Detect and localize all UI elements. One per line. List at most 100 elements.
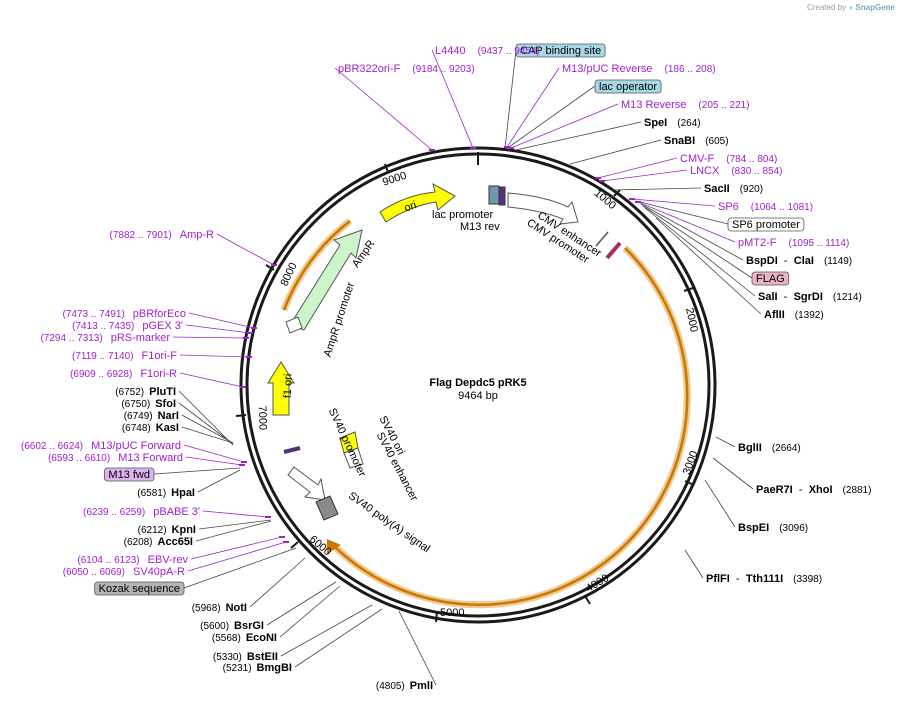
primer-name: pBABE 3'	[153, 506, 200, 518]
label-sp6[interactable]: SP6(1064 .. 1081)	[718, 201, 813, 213]
ampr-arrow[interactable]	[289, 229, 363, 331]
ampr-promoter-arrow[interactable]	[285, 316, 303, 334]
flag-mark[interactable]	[605, 241, 622, 260]
label-nari[interactable]: NarI(6749)	[124, 410, 179, 422]
label-bglii[interactable]: BglII(2664)	[738, 442, 801, 454]
label-sacii[interactable]: SacII(920)	[704, 183, 763, 195]
cmv-enhancer-arrow[interactable]	[507, 192, 579, 225]
label-m13-puc-reverse[interactable]: M13/pUC Reverse (186 .. 208)	[562, 63, 716, 75]
label-snabi[interactable]: SnaBI(605)	[664, 135, 729, 147]
label-hpai[interactable]: HpaI(6581)	[137, 487, 195, 499]
enzyme-name: SfoI	[155, 398, 176, 410]
label-pmli[interactable]: PmlI(4805)	[376, 680, 433, 692]
credit-prefix: Created by	[806, 3, 847, 12]
label-bmgbi[interactable]: BmgBI(5231)	[223, 662, 292, 674]
lac-promoter-box[interactable]	[488, 185, 500, 205]
leader-line	[569, 139, 662, 165]
leader-line	[178, 390, 234, 446]
f1-ori-label: f1 ori	[282, 374, 295, 399]
leader-line	[185, 456, 243, 466]
label-aflii[interactable]: AflII(1392)	[764, 309, 824, 321]
primer-range: (1095 .. 1114)	[789, 238, 850, 249]
label-pbabe-3[interactable]: pBABE 3'(6239 .. 6259)	[83, 506, 200, 518]
label-kpni[interactable]: KpnI(6212)	[138, 524, 196, 536]
m13-rev-box[interactable]	[498, 186, 506, 206]
sv40-polya-label: SV40 poly(A) signal	[346, 490, 432, 555]
label-cap-binding-site[interactable]: CAP binding site	[515, 43, 606, 58]
leader-line	[684, 549, 704, 579]
ori-arrow[interactable]	[379, 183, 456, 223]
label-spei[interactable]: SpeI(264)	[644, 117, 701, 129]
label-sv40pa-r[interactable]: SV40pA-R(6050 .. 6069)	[63, 566, 185, 578]
f1-ori-arrow[interactable]	[267, 361, 295, 416]
enzyme-name: PflFI	[706, 573, 730, 585]
label-bsteii[interactable]: BstEII(5330)	[213, 651, 278, 663]
depdc5-orf-arrow[interactable]	[332, 247, 689, 606]
primer-name: F1ori-F	[142, 350, 178, 362]
label-ebv-rev[interactable]: EBV-rev(6104 .. 6123)	[77, 554, 188, 566]
label-noti[interactable]: NotI(5968)	[192, 602, 247, 614]
label-paer7i[interactable]: PaeR7I-XhoI(2881)	[756, 484, 871, 496]
label-sp6-promoter[interactable]: SP6 promoter	[727, 217, 805, 232]
sv40-polya-box[interactable]	[315, 495, 339, 521]
enzyme-pos: (920)	[740, 184, 763, 195]
label-m13-forward[interactable]: M13 Forward(6593 .. 6610)	[48, 452, 183, 464]
enzyme-pos: (1149)	[824, 256, 852, 267]
enzyme-name: SalI	[758, 291, 778, 303]
label-lncx[interactable]: LNCX (830 .. 854)	[690, 165, 783, 177]
sv40-enhancer-box[interactable]	[343, 447, 364, 469]
label-m13-puc-forward[interactable]: M13/pUC Forward(6602 .. 6624)	[21, 440, 181, 452]
label-lac-operator[interactable]: lac operator	[594, 79, 662, 94]
primer-range: (7294 .. 7313)	[40, 333, 102, 344]
label-sali[interactable]: SalI-SgrDI(1214)	[758, 291, 862, 303]
label-cmv-f[interactable]: CMV-F(784 .. 804)	[680, 153, 777, 165]
label-l4440[interactable]: L4440(9437 .. 9454)	[435, 45, 540, 57]
label-bspdi[interactable]: BspDI-ClaI(1149)	[746, 255, 852, 267]
label-pflfi[interactable]: PflFI-Tth111I(3398)	[706, 573, 822, 585]
sp6-promoter-mark[interactable]	[595, 231, 609, 247]
primer-range: (1064 .. 1081)	[751, 202, 813, 213]
label-amp-r[interactable]: Amp-R(7882 .. 7901)	[110, 229, 215, 241]
primer-range: (9437 .. 9454)	[478, 46, 540, 57]
label-f1ori-r[interactable]: F1ori-R(6909 .. 6928)	[70, 368, 177, 380]
label-pluti[interactable]: PluTI(6752)	[115, 386, 176, 398]
box-label-text: FLAG	[756, 273, 785, 285]
primer-name: M13 Reverse	[621, 99, 686, 111]
label-kasi[interactable]: KasI(6748)	[122, 422, 179, 434]
label-m13-reverse[interactable]: M13 Reverse(205 .. 221)	[621, 99, 750, 111]
primer-name: F1ori-R	[140, 368, 177, 380]
label-econi[interactable]: EcoNI(5568)	[212, 632, 277, 644]
leader-line	[181, 414, 234, 444]
enzyme-name: SnaBI	[664, 135, 695, 147]
primer-name: M13/pUC Reverse	[562, 63, 652, 75]
label-acc65i[interactable]: Acc65I(6208)	[124, 536, 193, 548]
label-prs-marker[interactable]: pRS-marker(7294 .. 7313)	[40, 332, 170, 344]
label-bspei[interactable]: BspEI(3096)	[738, 522, 808, 534]
leader-line	[183, 547, 297, 589]
leader-line	[153, 467, 241, 475]
label-m13-fwd[interactable]: M13 fwd	[104, 467, 155, 482]
primer-range: (830 .. 854)	[731, 166, 782, 177]
label-f1ori-f[interactable]: F1ori-F(7119 .. 7140)	[72, 350, 177, 362]
primer-name: LNCX	[690, 165, 720, 177]
label-flag[interactable]: FLAG	[751, 271, 790, 286]
label-pbr322ori-f[interactable]: pBR322ori-F(9184 .. 9203)	[338, 63, 475, 75]
label-pbrforeco[interactable]: pBRforEco(7473 .. 7491)	[63, 308, 186, 320]
enzyme-name: SpeI	[644, 117, 667, 129]
leader-line	[508, 85, 596, 148]
label-pgex-3[interactable]: pGEX 3'(7413 .. 7435)	[72, 320, 183, 332]
label-kozak-sequence[interactable]: Kozak sequence	[94, 581, 185, 596]
enzyme-name-2: SgrDI	[794, 291, 823, 303]
primer-name: pBR322ori-F	[338, 63, 401, 75]
primer-name: Amp-R	[180, 229, 214, 241]
label-bsrgi[interactable]: BsrGI(5600)	[200, 620, 264, 632]
leader-line	[712, 457, 754, 490]
label-sfoi[interactable]: SfoI(6750)	[121, 398, 176, 410]
label-pmt2-f[interactable]: pMT2-F(1095 .. 1114)	[738, 237, 849, 249]
primer-range: (6593 .. 6610)	[48, 453, 110, 464]
leader-line	[198, 519, 272, 530]
primer-range: (186 .. 208)	[664, 64, 715, 75]
sv40-promoter-arrow[interactable]	[287, 466, 326, 501]
leader-line	[183, 444, 245, 463]
m13-fwd-mark[interactable]	[283, 446, 301, 454]
